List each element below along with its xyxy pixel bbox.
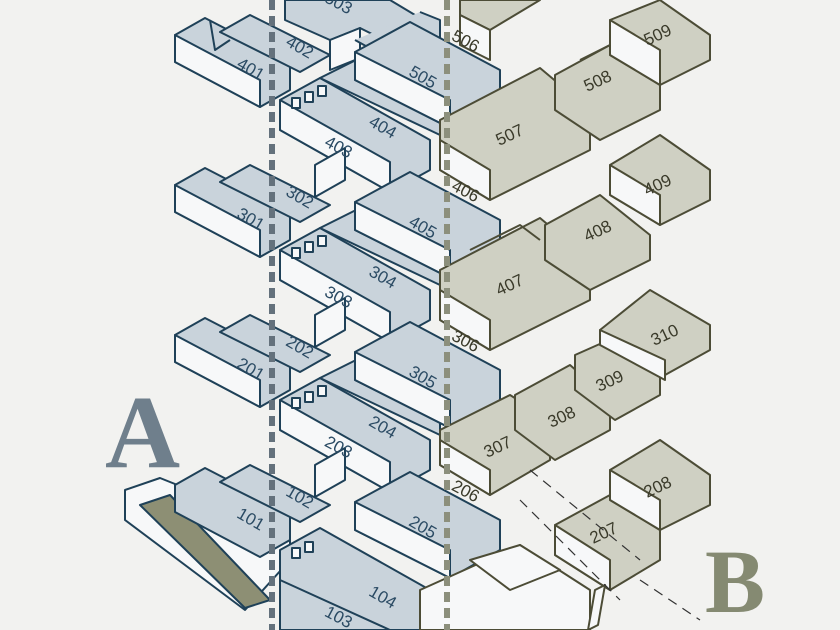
building-a-letter: A [105,375,180,490]
building-a-floor-3 [174,164,501,348]
building-a-floor-2 [174,314,501,498]
building-a-floor-4 [174,14,501,198]
ground-dashed-lines [519,469,701,621]
building-a-floor-1 [124,464,501,630]
building-b-floor-3 [439,289,711,496]
building-b-floor-5 [439,0,711,201]
building-b-floor-4 [439,134,711,351]
building-b-letter: B [705,533,765,630]
building-b [419,0,711,630]
building-a [124,0,501,630]
building-b-floor-1 [419,544,606,630]
building-b-floor-2 [554,439,711,591]
